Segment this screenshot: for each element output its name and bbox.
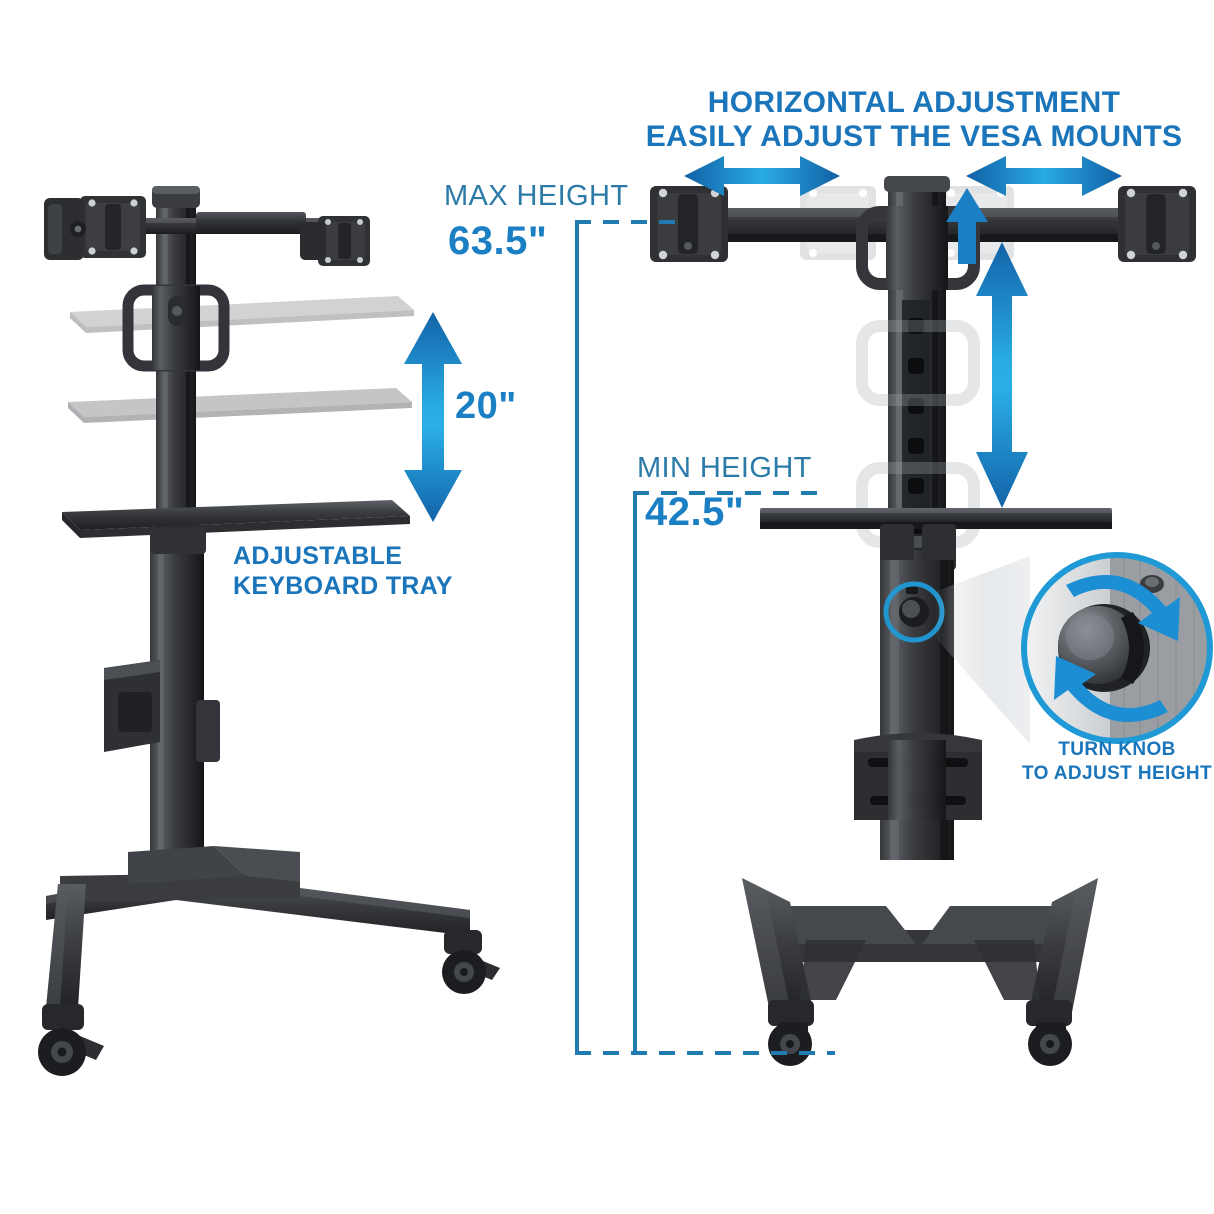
left-stand-illustration bbox=[38, 186, 500, 1076]
magnifier-ring bbox=[1021, 552, 1213, 744]
min-height-label: MIN HEIGHT bbox=[637, 452, 812, 484]
right-vesa-plate-left bbox=[650, 186, 728, 262]
rotate-clockwise-arrow bbox=[1066, 574, 1180, 641]
caster-left bbox=[38, 1004, 104, 1076]
magnifier-cone bbox=[934, 556, 1030, 744]
left-base bbox=[38, 846, 500, 1076]
right-base bbox=[742, 878, 1098, 1066]
headline-block: HORIZONTAL ADJUSTMENT EASILY ADJUST THE … bbox=[614, 86, 1214, 153]
keyboard-travel-value: 20" bbox=[455, 385, 517, 427]
rotate-counterclockwise-arrow bbox=[1054, 656, 1168, 723]
headline-line-2: EASILY ADJUST THE VESA MOUNTS bbox=[645, 119, 1183, 153]
headline-line-1: HORIZONTAL ADJUSTMENT bbox=[707, 86, 1121, 119]
ground-baseline-dashed-line bbox=[575, 1051, 835, 1055]
horizontal-arrow-right bbox=[966, 156, 1122, 196]
ghost-pole-clamp-lower bbox=[856, 462, 980, 548]
right-equipment-bracket bbox=[854, 733, 982, 820]
left-pole-clamp bbox=[122, 284, 230, 372]
ghost-pole-clamp-middle bbox=[856, 320, 980, 406]
min-height-dashed-line bbox=[633, 491, 823, 495]
turn-knob-label: TURN KNOB TO ADJUST HEIGHT bbox=[1012, 738, 1214, 786]
keyboard-tray-feature-label: ADJUSTABLE KEYBOARD TRAY bbox=[233, 541, 453, 601]
right-stand-illustration bbox=[650, 176, 1196, 1066]
left-vesa-plate-right bbox=[300, 216, 370, 266]
keyboard-tray-line-1: ADJUSTABLE bbox=[233, 542, 403, 570]
height-adjust-knob bbox=[899, 586, 929, 627]
ghost-keyboard-tray-middle bbox=[68, 388, 412, 423]
right-vesa-plate-right bbox=[1118, 186, 1196, 262]
max-height-dashed-line bbox=[575, 220, 685, 224]
left-vesa-plate-left bbox=[44, 196, 146, 260]
left-20in-double-arrow bbox=[404, 312, 462, 522]
min-height-value: 42.5" bbox=[645, 490, 745, 534]
turn-knob-line-1: TURN KNOB bbox=[1058, 739, 1176, 760]
knob-detail-callout bbox=[1021, 552, 1213, 744]
left-keyboard-tray bbox=[62, 500, 410, 554]
right-height-double-arrow bbox=[976, 242, 1028, 508]
max-height-value: 63.5" bbox=[448, 219, 548, 263]
caster-right-stand-right bbox=[1026, 1000, 1072, 1066]
left-accessory-bracket bbox=[104, 660, 220, 762]
right-shelf bbox=[760, 508, 1112, 570]
turn-knob-line-2: TO ADJUST HEIGHT bbox=[1021, 762, 1213, 784]
max-height-label: MAX HEIGHT bbox=[444, 180, 629, 212]
crossbar-up-arrow bbox=[946, 188, 988, 264]
max-height-vertical-line bbox=[575, 220, 579, 1055]
keyboard-tray-line-2: KEYBOARD TRAY bbox=[233, 572, 453, 600]
min-height-vertical-line bbox=[633, 491, 637, 1055]
caster-right-stand-left bbox=[768, 1000, 814, 1066]
horizontal-arrow-left bbox=[684, 156, 840, 196]
ghost-keyboard-tray-top bbox=[70, 296, 414, 333]
caster-right bbox=[442, 930, 500, 994]
